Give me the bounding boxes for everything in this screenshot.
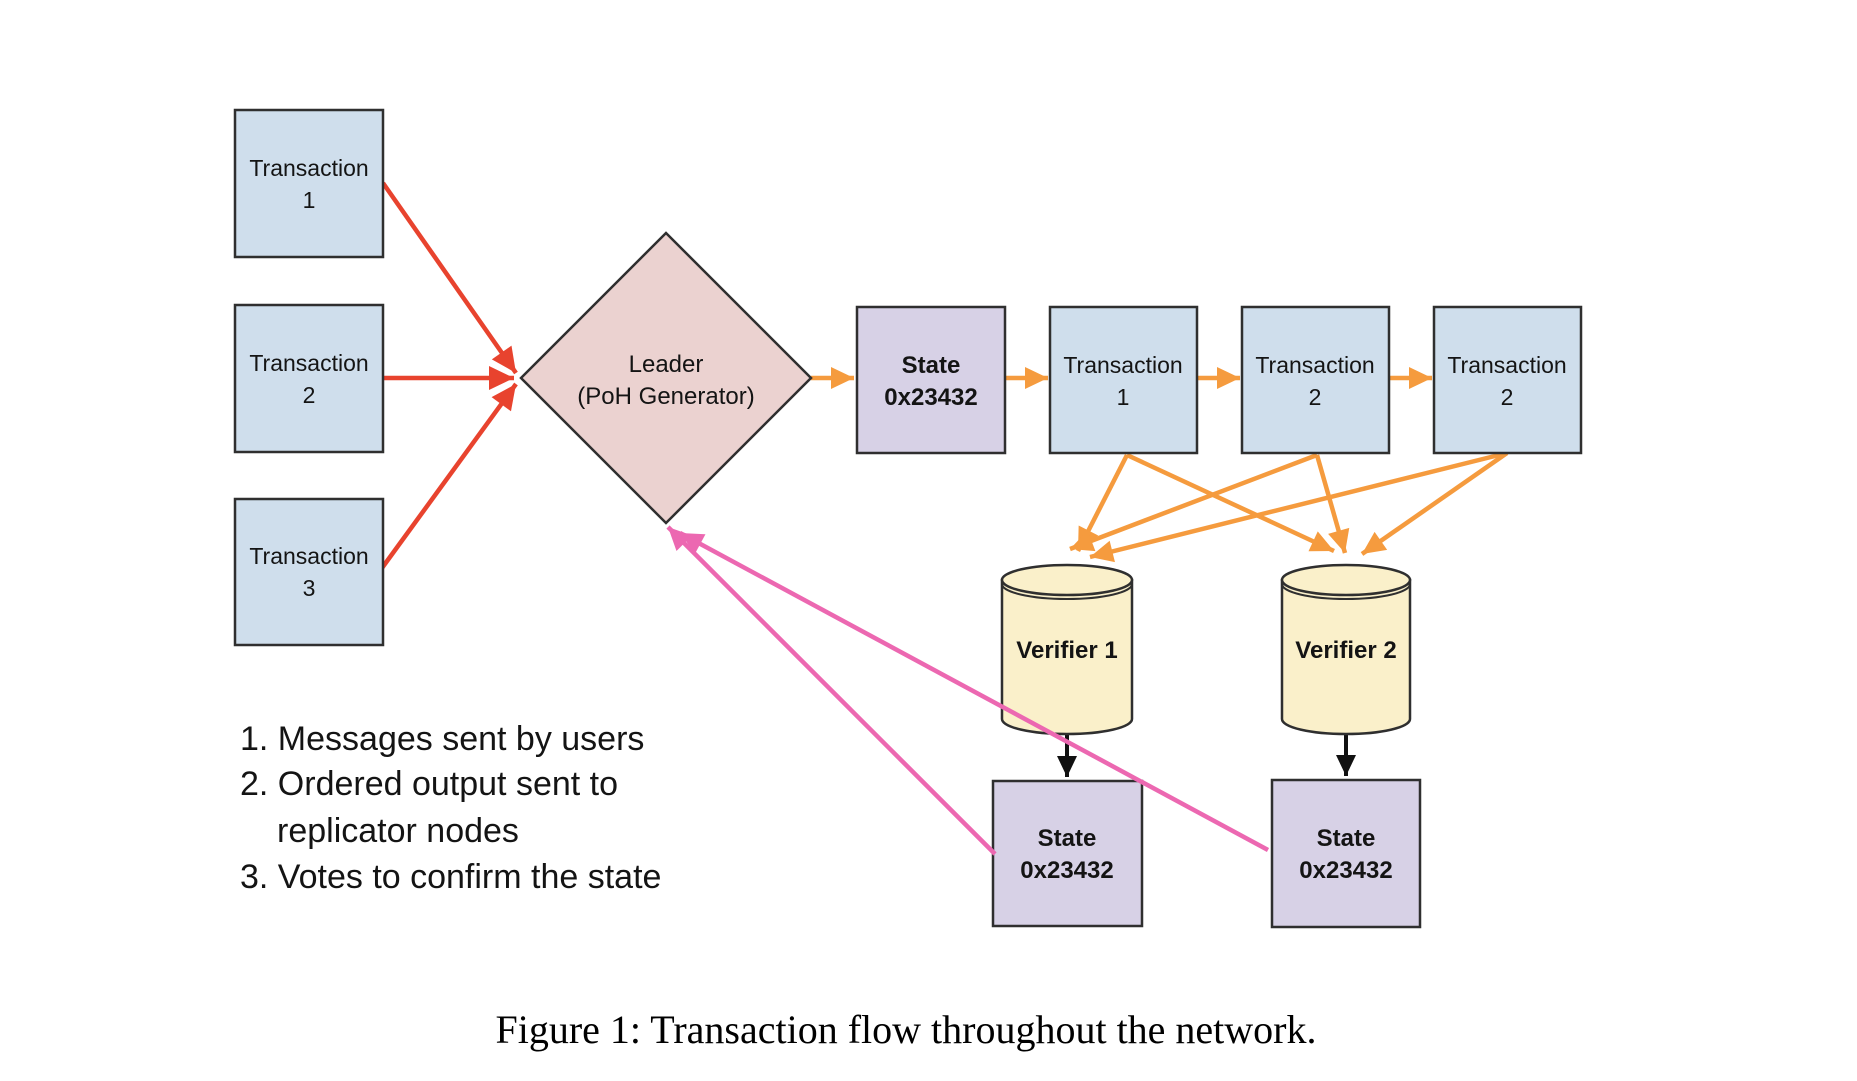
pink-vote-arrow-state2-to-leader [678, 531, 1270, 852]
verifier-1-state-box [991, 779, 1144, 928]
chain-transaction-1-label: Transaction [1063, 352, 1182, 378]
verifier-1-cylinder-top [1000, 563, 1134, 597]
legend-item-votes: 3. Votes to confirm the state [240, 858, 661, 896]
user-transaction-1-number: 1 [303, 187, 316, 213]
verifier-2-state-label: State [1317, 825, 1376, 852]
verifier-1-state-hash: 0x23432 [1020, 857, 1113, 884]
user-transaction-3-label: Transaction [249, 543, 368, 569]
leader-label: Leader [629, 351, 704, 378]
chain-state-label: State [902, 352, 961, 379]
user-transaction-2-box [233, 303, 385, 454]
orange-arrow-chaintx1-to-verifier2 [1126, 452, 1335, 554]
leader-diamond [519, 231, 813, 525]
legend-item-ordered-output: 2. Ordered output sent to [240, 765, 618, 803]
user-transaction-3-box [233, 497, 385, 647]
user-transaction-2-number: 2 [303, 382, 316, 408]
chain-state-hash: 0x23432 [884, 384, 977, 411]
chain-transaction-2b-number: 2 [1501, 384, 1514, 410]
orange-arrow-chaintx2b-to-verifier1 [1089, 450, 1508, 563]
orange-arrow-chaintx2-to-verifier1 [1069, 452, 1318, 552]
chain-transaction-2b-label: Transaction [1447, 352, 1566, 378]
pink-vote-arrow-state1-to-leader [666, 525, 997, 856]
verifier-1-cylinder-body [1000, 578, 1134, 736]
chain-transaction-1-box [1048, 305, 1199, 455]
chain-transaction-2b-box [1432, 305, 1583, 455]
leader-sublabel: (PoH Generator) [577, 383, 754, 410]
chain-state-box [855, 305, 1007, 455]
user-transaction-1-box [233, 108, 385, 259]
user-transaction-3-number: 3 [303, 575, 316, 601]
verifier-2-state-hash: 0x23432 [1299, 857, 1392, 884]
verifier-2-state-box [1270, 778, 1422, 929]
verifier-1-state-label: State [1038, 825, 1097, 852]
legend-item-messages: 1. Messages sent by users [240, 720, 644, 758]
verifier-2-label: Verifier 2 [1295, 637, 1396, 664]
red-arrow-tx3-to-leader [380, 382, 518, 570]
verifier-2-cylinder-ring [1281, 583, 1411, 600]
orange-arrow-chaintx2b-to-verifier2 [1360, 451, 1509, 556]
figure-caption: Figure 1: Transaction flow throughout th… [495, 1007, 1316, 1052]
verifier-1-label: Verifier 1 [1016, 637, 1117, 664]
chain-transaction-2-box [1240, 305, 1391, 455]
chain-transaction-1-number: 1 [1117, 384, 1130, 410]
orange-arrow-chaintx2-to-verifier2 [1314, 454, 1350, 554]
verifier-2-cylinder-top [1280, 563, 1412, 597]
legend-item-ordered-output-wrap: replicator nodes [277, 812, 519, 850]
verifier-1-cylinder-ring [1001, 583, 1133, 600]
user-transaction-2-label: Transaction [249, 350, 368, 376]
chain-transaction-2-number: 2 [1309, 384, 1322, 410]
user-transaction-1-label: Transaction [249, 155, 368, 181]
chain-transaction-2-label: Transaction [1255, 352, 1374, 378]
red-arrow-tx1-to-leader [381, 181, 518, 375]
verifier-2-cylinder-body [1280, 578, 1412, 736]
